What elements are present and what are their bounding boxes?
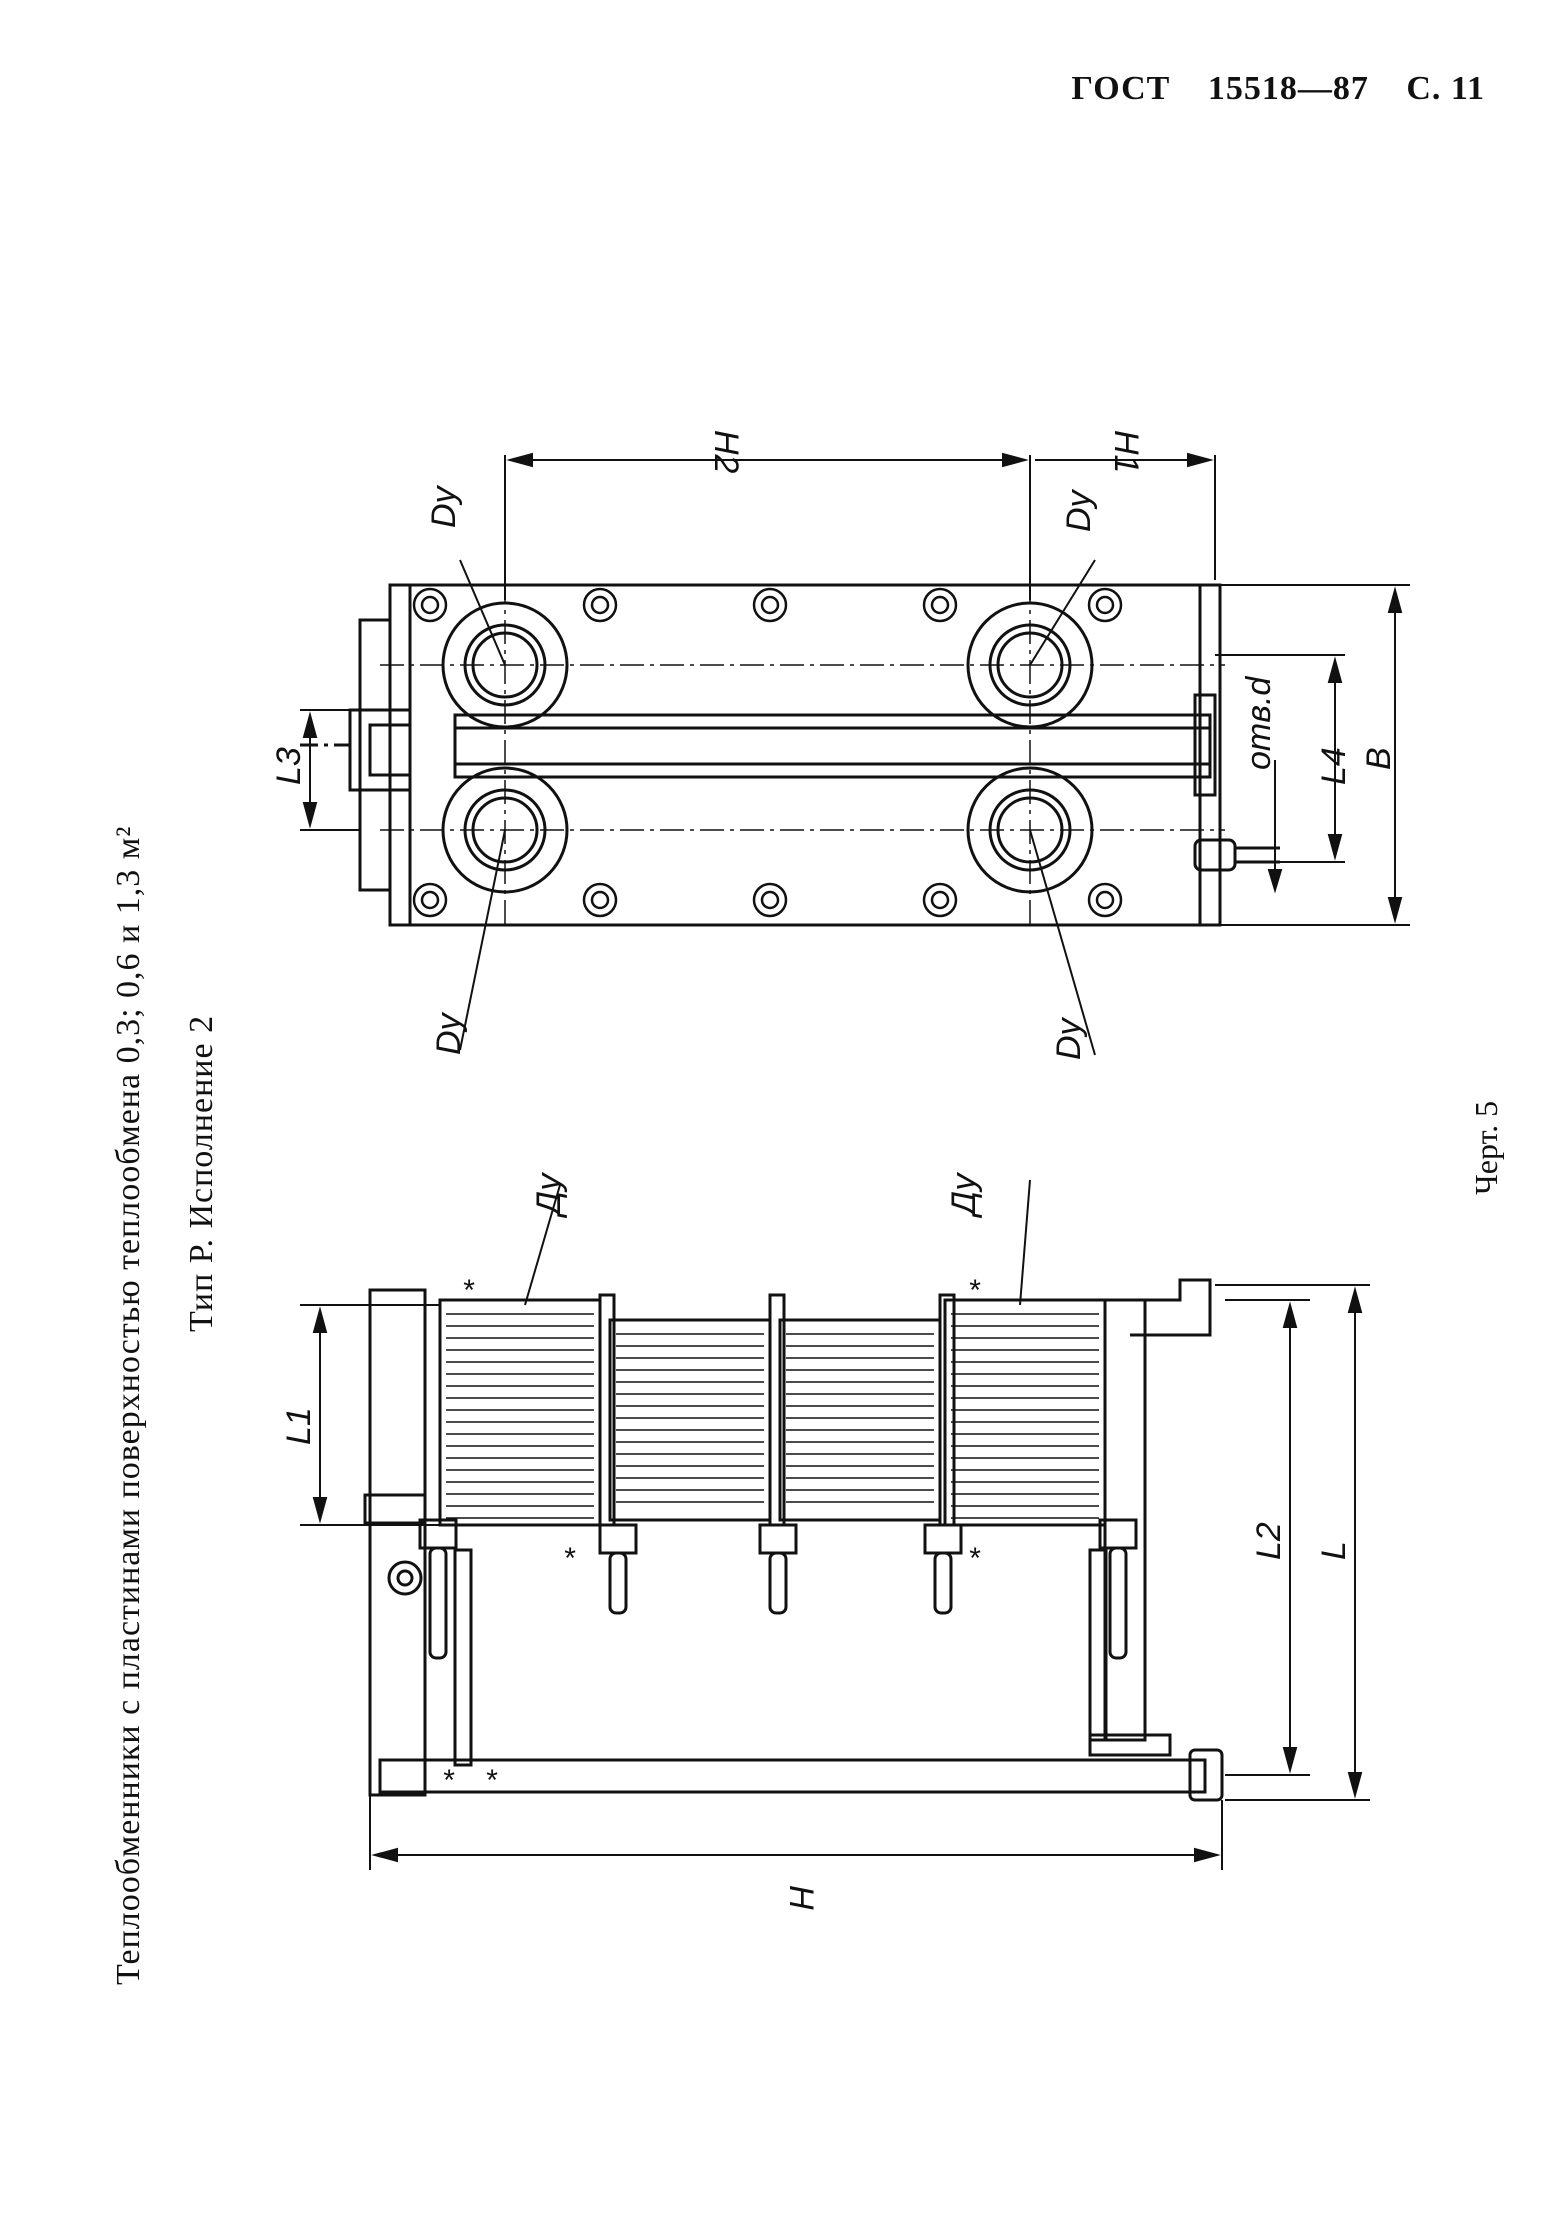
label-holes: отв.d: [1240, 676, 1278, 770]
standard-number: 15518—87: [1207, 70, 1369, 107]
label-dy-bottom-right: Dy: [1050, 1016, 1088, 1060]
label-h1: H1: [1107, 430, 1145, 473]
top-plate-outline: [388, 583, 1222, 927]
label-l2: L2: [1250, 1522, 1288, 1560]
centerlines: [380, 580, 1225, 930]
top-dimensions: [300, 452, 1410, 1056]
star-6: *: [485, 1764, 498, 1797]
side-guide-right: [1088, 1548, 1108, 1742]
plate-pack: [438, 1298, 1107, 1527]
page-number: С. 11: [1406, 70, 1485, 107]
side-dimensions: [300, 1179, 1370, 1870]
top-left-bracket: [358, 618, 390, 892]
side-view: Ду Ду L1 L2 L H * * * * * *: [280, 1172, 1370, 1910]
top-view: Dy Dy Dy Dy H2 H1 L3 L4 B отв.d: [270, 430, 1410, 1060]
label-l: L: [1315, 1541, 1353, 1560]
star-1: *: [462, 1274, 475, 1307]
plate-lines: [446, 1313, 1099, 1519]
label-h2: H2: [707, 430, 745, 474]
star-5: *: [442, 1764, 455, 1797]
label-dy-top-left: Dy: [425, 484, 463, 528]
star-4: *: [968, 1542, 981, 1575]
label-b: B: [1360, 747, 1398, 770]
star-2: *: [968, 1274, 981, 1307]
star-3: *: [563, 1542, 576, 1575]
bolts: [412, 587, 1123, 918]
side-base-bar: [378, 1758, 1207, 1794]
label-l3: L3: [270, 747, 308, 785]
top-center-bar: [453, 713, 1212, 779]
label-l1: L1: [280, 1407, 318, 1445]
label-dy-side-right: Ду: [945, 1172, 983, 1219]
side-bolts: [418, 1518, 1138, 1660]
label-dy-top-right: Dy: [1060, 488, 1098, 532]
side-guide-left: [453, 1548, 473, 1767]
foot-bolt: [1193, 838, 1280, 872]
label-l4: L4: [1315, 747, 1353, 785]
label-h: H: [782, 1885, 820, 1910]
standard-label: ГОСТ: [1071, 70, 1171, 107]
label-dy-side-left: Ду: [530, 1172, 568, 1219]
page-header: ГОСТ 15518—87 С. 11: [1043, 70, 1485, 108]
label-dy-bottom-left: Dy: [430, 1011, 468, 1055]
side-handle: [387, 1560, 423, 1596]
side-left-plate: [368, 1288, 427, 1797]
